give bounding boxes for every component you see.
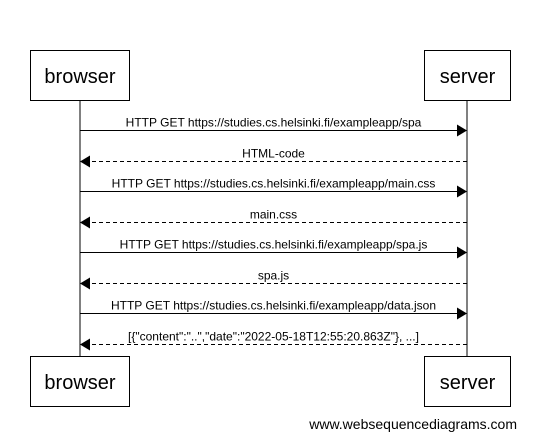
participant-browser-bottom: browser <box>30 356 130 407</box>
message-2-label: HTML-code <box>242 147 305 161</box>
message-8: [{"content":"..","date":"2022-05-18T12:5… <box>80 330 467 351</box>
message-3-label: HTTP GET https://studies.cs.helsinki.fi/… <box>112 177 436 191</box>
message-6-arrowhead-icon <box>80 277 90 290</box>
message-8-label: [{"content":"..","date":"2022-05-18T12:5… <box>128 330 419 344</box>
message-4-arrowhead-icon <box>80 216 90 229</box>
message-5: HTTP GET https://studies.cs.helsinki.fi/… <box>80 238 467 259</box>
message-5-label: HTTP GET https://studies.cs.helsinki.fi/… <box>120 238 428 252</box>
message-6-label: spa.js <box>258 269 289 283</box>
participant-server-top-label: server <box>440 66 496 88</box>
message-7-arrowhead-icon <box>457 307 467 320</box>
message-list: HTTP GET https://studies.cs.helsinki.fi/… <box>80 116 467 351</box>
message-1-arrowhead-icon <box>457 124 467 137</box>
participant-browser-bottom-label: browser <box>44 372 115 394</box>
watermark-text: www.websequencediagrams.com <box>308 416 517 432</box>
message-4: main.css <box>80 208 467 229</box>
message-6: spa.js <box>80 269 467 290</box>
message-2: HTML-code <box>80 147 467 168</box>
message-2-arrowhead-icon <box>80 155 90 168</box>
participant-server-bottom-label: server <box>440 372 496 394</box>
message-4-label: main.css <box>250 208 297 222</box>
message-3: HTTP GET https://studies.cs.helsinki.fi/… <box>80 177 467 198</box>
participant-server-bottom: server <box>424 356 511 407</box>
participant-browser-top: browser <box>30 50 130 101</box>
message-3-arrowhead-icon <box>457 185 467 198</box>
message-8-arrowhead-icon <box>80 338 90 351</box>
participant-browser-top-label: browser <box>44 66 115 88</box>
participant-server-top: server <box>424 50 511 101</box>
message-1-label: HTTP GET https://studies.cs.helsinki.fi/… <box>126 116 422 130</box>
message-5-arrowhead-icon <box>457 246 467 259</box>
message-1: HTTP GET https://studies.cs.helsinki.fi/… <box>80 116 467 137</box>
message-7-label: HTTP GET https://studies.cs.helsinki.fi/… <box>111 299 436 313</box>
message-7: HTTP GET https://studies.cs.helsinki.fi/… <box>80 299 467 320</box>
